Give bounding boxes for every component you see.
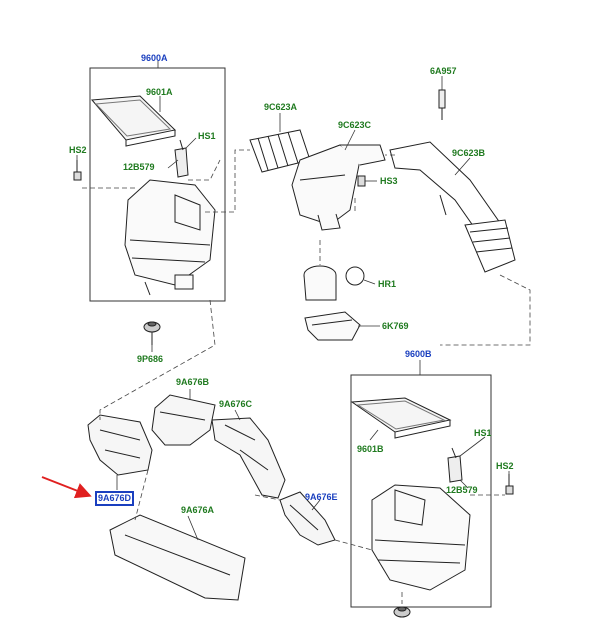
label-6k769: 6K769 [382, 321, 409, 331]
maf-sensor-hr1 [303, 265, 365, 301]
label-9a676e: 9A676E [305, 492, 338, 502]
label-9c623b: 9C623B [452, 148, 486, 158]
red-indicator-arrow [41, 476, 92, 499]
duct-9a676d [87, 414, 153, 476]
label-hs2-b: HS2 [496, 461, 514, 471]
grommet-b [393, 606, 411, 618]
hose-6k769 [304, 311, 361, 341]
label-hs3: HS3 [380, 176, 398, 186]
label-12b579-a: 12B579 [123, 162, 155, 172]
outlet-pipe-9c623b [389, 141, 516, 273]
dashed-connection-lines [82, 149, 531, 604]
clip-hs3 [357, 175, 366, 187]
label-9c623a: 9C623A [264, 102, 298, 112]
duct-9a676e [279, 491, 336, 546]
grommet-9p686 [143, 321, 161, 345]
air-cleaner-housing-a [124, 179, 216, 296]
assembly-a-frame [89, 67, 226, 302]
label-9c623c: 9C623C [338, 120, 372, 130]
label-9p686: 9P686 [137, 354, 164, 364]
label-9a676b: 9A676B [176, 377, 210, 387]
duct-9a676b [151, 394, 216, 446]
label-9601a: 9601A [146, 87, 173, 97]
label-hs1-a: HS1 [198, 131, 216, 141]
duct-9a676c [211, 417, 286, 499]
label-hs2-a: HS2 [69, 145, 87, 155]
panel-9a676a [109, 514, 246, 601]
screw-hs2-a [73, 160, 82, 181]
air-filter-a-element [90, 95, 177, 147]
screw-hs2-b [505, 474, 514, 495]
air-filter-b-element [350, 397, 452, 439]
sensor-12b579-b [447, 447, 463, 483]
leader-lines [76, 61, 510, 541]
label-9a676d-highlighted: 9A676D [95, 491, 135, 506]
label-9a676a: 9A676A [181, 505, 215, 515]
air-cleaner-housing-b [371, 484, 471, 591]
label-9a676c: 9A676C [219, 399, 253, 409]
label-hs1-b: HS1 [474, 428, 492, 438]
label-12b579-b: 12B579 [446, 485, 478, 495]
label-hr1: HR1 [378, 279, 397, 289]
resonator-9c623c [291, 144, 386, 231]
sensor-6a957 [438, 89, 446, 120]
sensor-12b579-a [174, 139, 189, 178]
label-9600b: 9600B [405, 349, 432, 359]
assembly-b-frame [350, 374, 492, 608]
label-6a957: 6A957 [430, 66, 457, 76]
label-9601b: 9601B [357, 444, 384, 454]
label-9600a: 9600A [141, 53, 168, 63]
